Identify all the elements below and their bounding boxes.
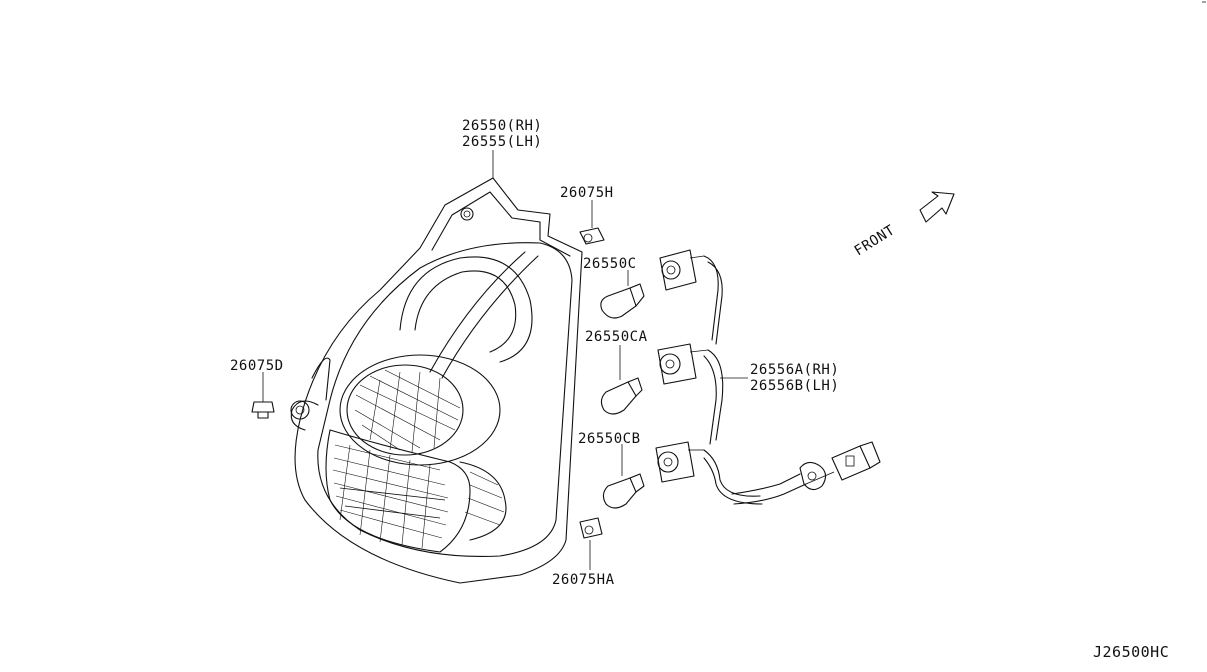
label-harness-rh: 26556A(RH) <box>750 362 839 378</box>
bulb-top-icon <box>600 270 645 319</box>
socket-bottom-icon <box>655 441 704 483</box>
bulb-bottom-icon <box>602 444 645 509</box>
label-lamp-rh: 26550(RH) <box>462 118 542 134</box>
label-screw-top: 26075H <box>560 185 614 201</box>
label-harness-lh: 26556B(LH) <box>750 378 839 394</box>
socket-top-icon <box>659 249 705 291</box>
label-front: FRONT <box>852 222 898 259</box>
screw-top-icon <box>579 200 605 245</box>
screw-left-icon <box>251 372 275 419</box>
harness-assembly <box>655 249 881 505</box>
label-bulb-bottom: 26550CB <box>578 431 641 447</box>
diagram-code: J26500HC <box>1093 643 1169 661</box>
front-arrow-icon <box>919 191 955 223</box>
label-screw-left: 26075D <box>230 358 284 374</box>
socket-mid-icon <box>657 343 709 385</box>
label-lamp-lh: 26555(LH) <box>462 134 542 150</box>
bulb-mid-icon <box>600 345 643 415</box>
screw-bottom-icon <box>579 517 603 570</box>
label-bulb-top: 26550C <box>583 256 637 272</box>
label-screw-bottom: 26075HA <box>552 572 615 588</box>
label-bulb-mid: 26550CA <box>585 329 648 345</box>
tail-lamp-assembly <box>290 177 583 584</box>
